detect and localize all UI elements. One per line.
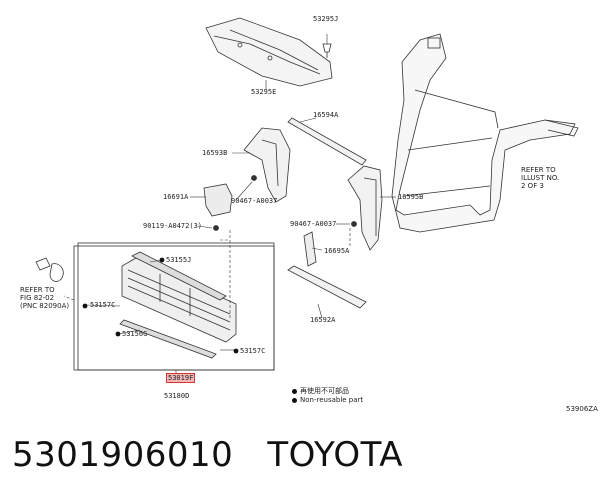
label-53155j: 53155J: [166, 256, 192, 264]
label-53157c-upper: 53157C: [90, 301, 116, 309]
label-16695a: 16695A: [324, 247, 350, 255]
label-90119-a0472: 90119-A0472(3): [143, 222, 203, 230]
radiator-support-part: [391, 33, 579, 233]
label-53019f-highlighted[interactable]: 53019F: [166, 373, 196, 383]
label-16592a: 16592A: [310, 316, 336, 324]
subassembly-box: [73, 245, 275, 371]
label-16595b: 16595B: [398, 193, 424, 201]
caption-bar: 5301906010 TOYOTA: [12, 430, 403, 480]
bolt-icons: [213, 175, 357, 231]
brand-text: TOYOTA: [267, 435, 404, 475]
drawing-number: 53906ZA: [566, 405, 598, 413]
seal-53155j-part: [131, 251, 227, 301]
bar-16594a-part: [287, 117, 367, 166]
label-90467-a0037-right: 90467-A0037: [290, 220, 337, 228]
label-53295j: 53295J: [313, 15, 339, 23]
clip-53295j-part: [322, 43, 332, 58]
air-guide-16593b-part: [243, 127, 291, 203]
legend-row-2: Non-reusable part: [292, 396, 363, 404]
connector-part: [35, 257, 64, 282]
label-16691a: 16691A: [163, 193, 189, 201]
label-53295e: 53295E: [251, 88, 277, 96]
part-number-text: 5301906010: [12, 435, 234, 475]
label-53157c-lower: 53157C: [240, 347, 266, 355]
refer-to-illust-note: REFER TO ILLUST NO. 2 OF 3: [521, 166, 560, 190]
bullet-icon: [292, 388, 297, 394]
bar-16592a-part: [287, 265, 367, 309]
label-16593b: 16593B: [202, 149, 228, 157]
legend-text-jp: 再使用不可部品: [300, 387, 349, 395]
refer-to-fig-note: REFER TO FIG 82-02 (PNC 82090A): [20, 286, 70, 310]
legend-row-1: 再使用不可部品: [292, 387, 349, 395]
bullet-icon: [292, 397, 297, 403]
grille-shutter-53019f-part: [121, 257, 237, 343]
legend-text-en: Non-reusable part: [300, 396, 364, 404]
parts-diagram-drawing: [35, 17, 579, 380]
label-90467-a0037-left: 90467-A0037: [231, 197, 278, 205]
radiator-cover-part: [205, 17, 333, 87]
label-16594a: 16594A: [313, 111, 339, 119]
bracket-16695a-part: [303, 231, 317, 267]
air-guide-16595b-part: [347, 165, 383, 251]
strip-53156g-part: [119, 319, 217, 359]
seal-16691a-part: [203, 183, 233, 217]
label-53180d: 53180D: [164, 392, 190, 400]
label-53156g: 53156G: [122, 330, 148, 338]
parts-diagram: 53295J 53295E 16594A 16593B 90467-A0037 …: [20, 15, 598, 413]
